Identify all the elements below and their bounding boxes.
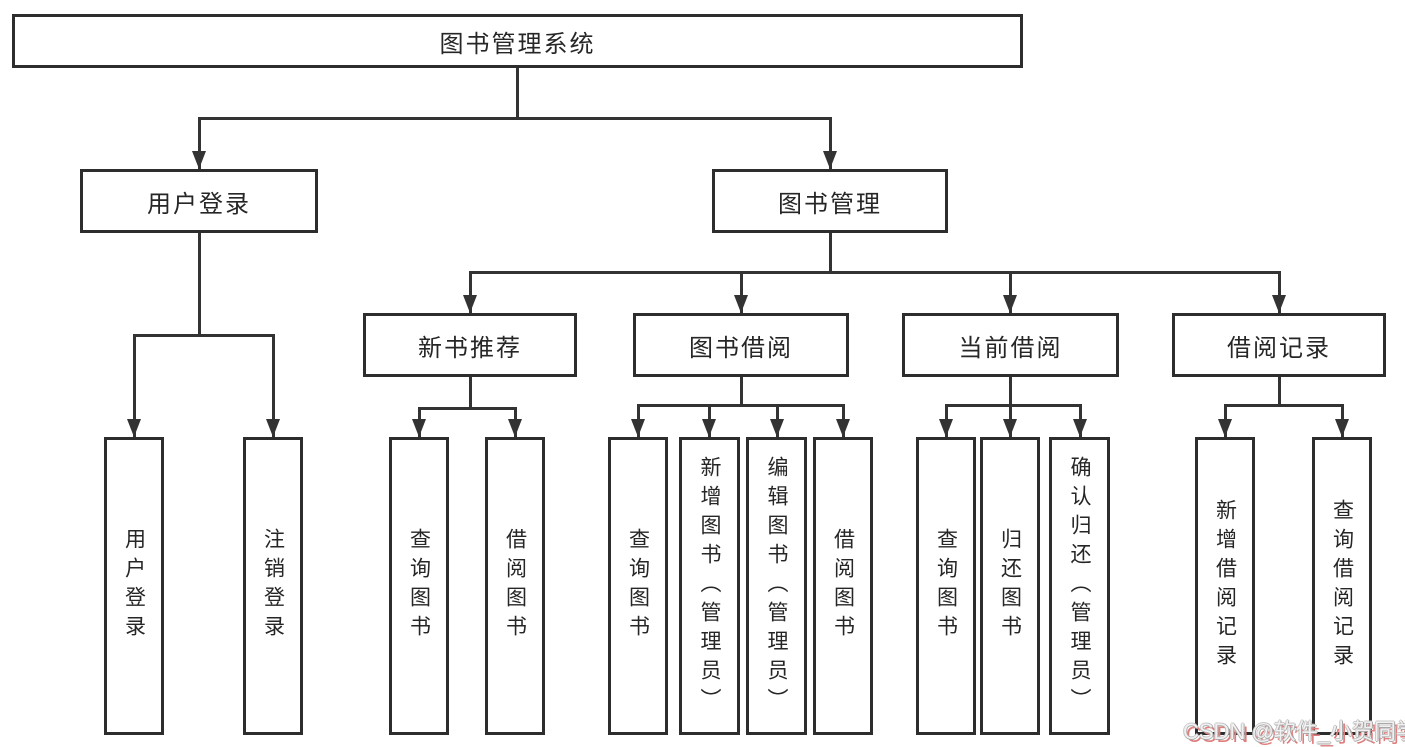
- connector-line: [469, 377, 472, 410]
- connector-line: [829, 233, 832, 274]
- node-current-borrow-label: 当前借阅: [958, 334, 1063, 362]
- node-borrow-records: 借阅记录: [1172, 313, 1386, 377]
- connector-line: [516, 68, 519, 119]
- arrow-down-icon: [266, 419, 280, 437]
- connector-line: [198, 233, 201, 336]
- node-book-management: 图书管理: [712, 169, 948, 233]
- leaf-current-query-books-label: 查询图书: [934, 528, 958, 644]
- leaf-add-book-admin: 新增图书（管理员）: [679, 437, 740, 735]
- connector-line: [418, 407, 517, 410]
- node-current-borrow: 当前借阅: [902, 313, 1119, 377]
- arrow-down-icon: [1218, 419, 1232, 437]
- leaf-confirm-return-admin: 确认归还（管理员）: [1049, 437, 1110, 735]
- leaf-query-borrow-record-label: 查询借阅记录: [1330, 499, 1354, 673]
- node-new-book-recommend-label: 新书推荐: [418, 334, 522, 362]
- leaf-edit-book-admin-label: 编辑图书（管理员）: [765, 455, 788, 717]
- arrow-down-icon: [1003, 419, 1017, 437]
- leaf-return-book-label: 归还图书: [998, 528, 1022, 644]
- node-user-login: 用户登录: [80, 169, 318, 233]
- leaf-add-borrow-record-label: 新增借阅记录: [1213, 499, 1237, 673]
- connector-line: [740, 377, 743, 407]
- connector-line: [272, 334, 275, 437]
- node-book-management-label: 图书管理: [778, 190, 882, 218]
- arrow-down-icon: [1272, 295, 1286, 313]
- arrow-down-icon: [1073, 419, 1087, 437]
- leaf-confirm-return-admin-label: 确认归还（管理员）: [1068, 455, 1091, 717]
- connector-line: [637, 404, 845, 407]
- arrow-down-icon: [939, 419, 953, 437]
- node-new-book-recommend: 新书推荐: [363, 313, 577, 377]
- arrow-down-icon: [631, 419, 645, 437]
- leaf-recommend-borrow-books: 借阅图书: [485, 437, 545, 735]
- leaf-edit-book-admin: 编辑图书（管理员）: [746, 437, 807, 735]
- connector-line: [198, 117, 201, 169]
- arrow-down-icon: [702, 419, 716, 437]
- node-book-borrow: 图书借阅: [633, 313, 849, 377]
- leaf-recommend-query-books-label: 查询图书: [407, 528, 431, 644]
- leaf-borrow-borrow-books-label: 借阅图书: [831, 528, 855, 644]
- leaf-user-login: 用户登录: [104, 437, 164, 735]
- leaf-recommend-query-books: 查询图书: [389, 437, 449, 735]
- connector-line: [1224, 404, 1344, 407]
- leaf-query-borrow-record: 查询借阅记录: [1312, 437, 1372, 735]
- arrow-down-icon: [770, 419, 784, 437]
- arrow-down-icon: [823, 151, 837, 169]
- arrow-down-icon: [412, 419, 426, 437]
- arrow-down-icon: [1003, 295, 1017, 313]
- node-borrow-records-label: 借阅记录: [1227, 334, 1331, 362]
- connector-line: [133, 334, 136, 437]
- leaf-logout: 注销登录: [243, 437, 303, 735]
- arrow-down-icon: [127, 419, 141, 437]
- node-root-label: 图书管理系统: [439, 30, 596, 58]
- arrow-down-icon: [734, 295, 748, 313]
- arrow-down-icon: [1335, 419, 1349, 437]
- connector-line: [945, 404, 1082, 407]
- leaf-return-book: 归还图书: [980, 437, 1040, 735]
- arrow-down-icon: [463, 295, 477, 313]
- connector-line: [1009, 377, 1012, 407]
- leaf-logout-label: 注销登录: [261, 528, 285, 644]
- leaf-current-query-books: 查询图书: [916, 437, 976, 735]
- connector-line: [829, 117, 832, 169]
- leaf-add-book-admin-label: 新增图书（管理员）: [698, 455, 721, 717]
- connector-line: [198, 117, 832, 120]
- node-user-login-label: 用户登录: [147, 190, 251, 218]
- arrow-down-icon: [836, 419, 850, 437]
- csdn-watermark: CSDN @软件_小贺同学: [1183, 719, 1405, 744]
- leaf-recommend-borrow-books-label: 借阅图书: [503, 528, 527, 644]
- node-book-borrow-label: 图书借阅: [689, 334, 793, 362]
- connector-line: [133, 334, 275, 337]
- leaf-borrow-borrow-books: 借阅图书: [813, 437, 873, 735]
- connector-line: [1009, 271, 1012, 313]
- arrow-down-icon: [192, 151, 206, 169]
- node-root: 图书管理系统: [12, 14, 1023, 68]
- connector-line: [740, 271, 743, 313]
- leaf-borrow-query-books-label: 查询图书: [626, 528, 650, 644]
- connector-line: [469, 271, 1281, 274]
- leaf-add-borrow-record: 新增借阅记录: [1195, 437, 1255, 735]
- connector-line: [1278, 377, 1281, 407]
- leaf-user-login-label: 用户登录: [122, 528, 146, 644]
- leaf-borrow-query-books: 查询图书: [608, 437, 668, 735]
- arrow-down-icon: [508, 419, 522, 437]
- connector-line: [469, 271, 472, 313]
- connector-line: [1278, 271, 1281, 313]
